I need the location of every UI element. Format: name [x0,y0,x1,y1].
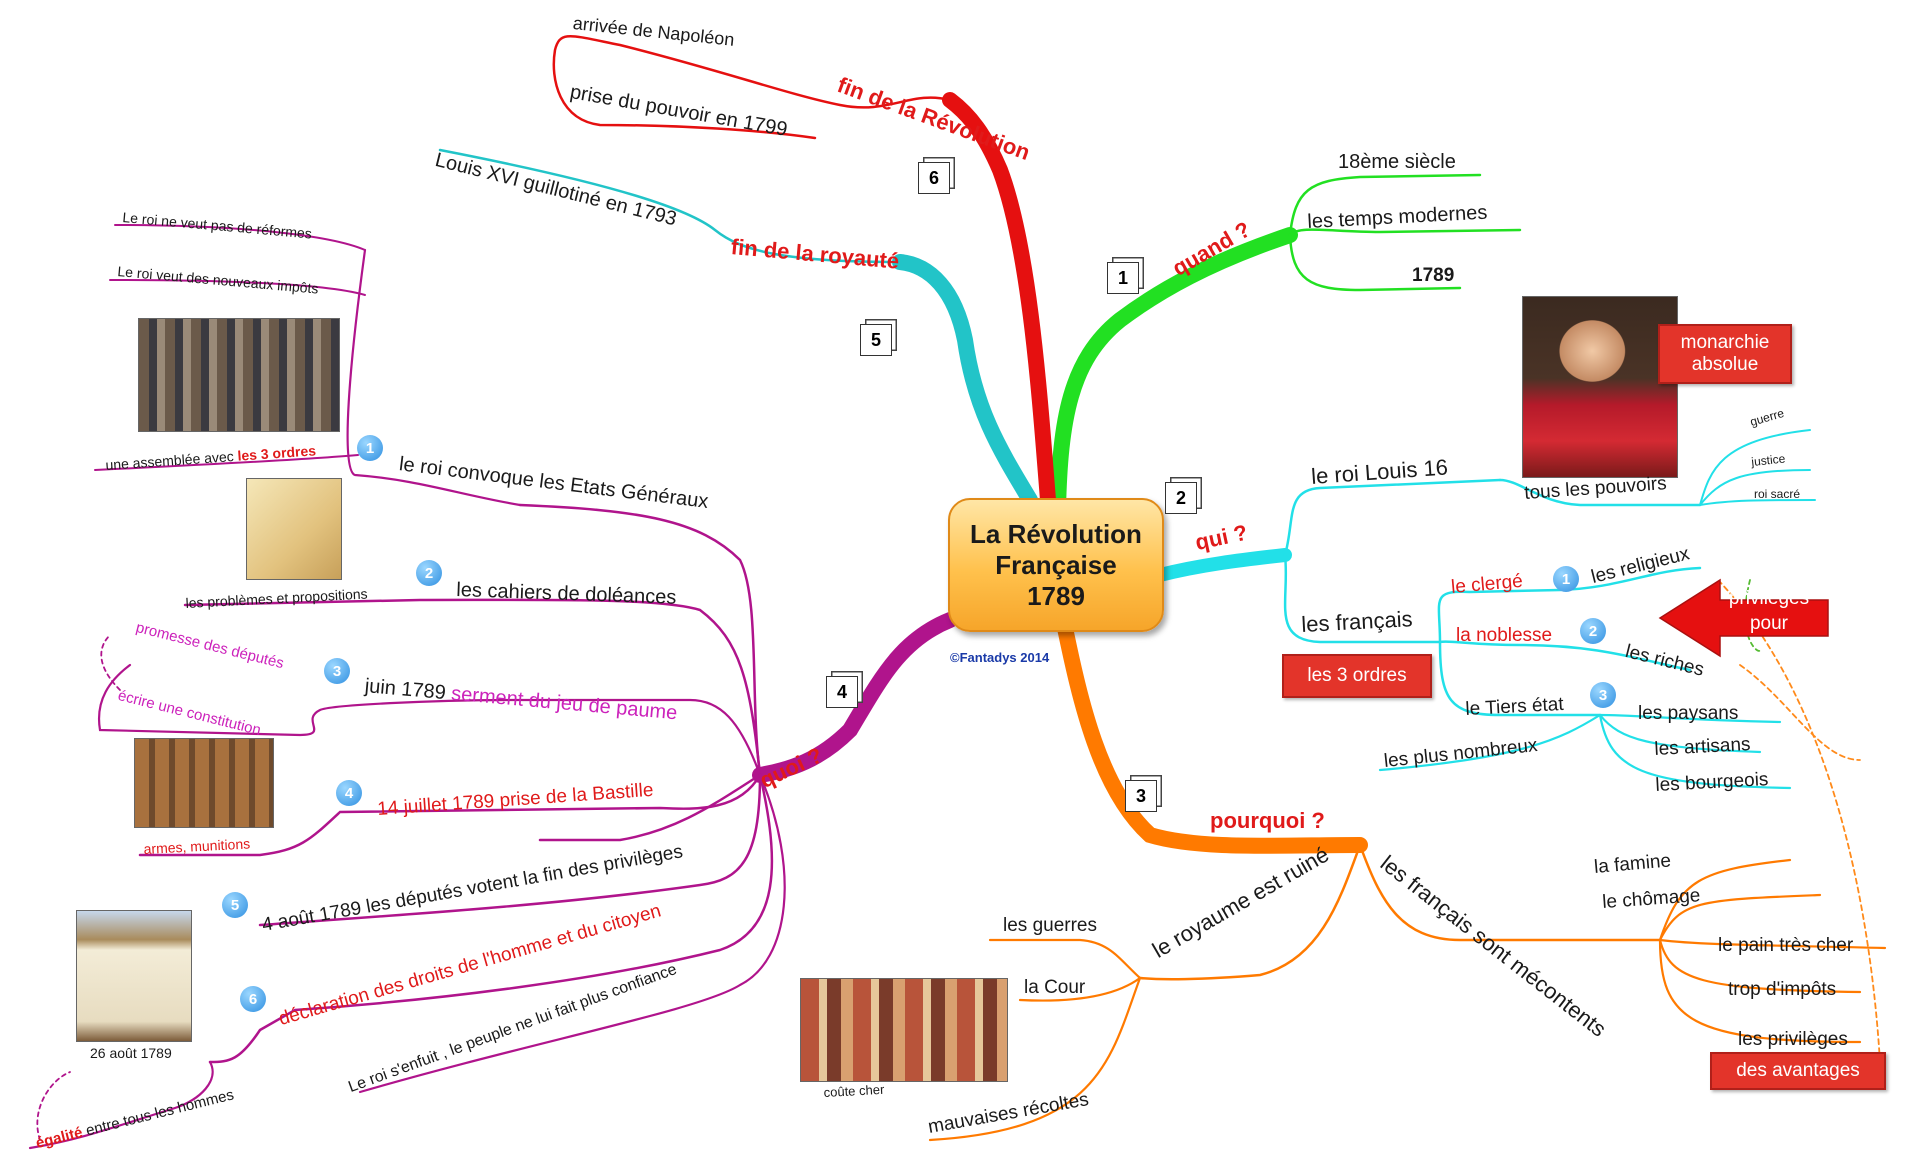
branch-revolution [942,92,1056,508]
central-topic[interactable]: La Révolution Française 1789 [948,498,1164,632]
event-number-4: 4 [336,780,362,806]
la-cour: la Cour [1024,977,1086,998]
cour-painting [800,978,1008,1082]
cause-impots: trop d'impôts [1728,979,1837,1000]
center-title-2: Française [995,549,1117,580]
branch-number-6: 6 [918,162,950,194]
la-noblesse: la noblesse [1456,625,1553,646]
event-number-2: 2 [416,560,442,586]
date-ddhc: 26 août 1789 [90,1045,172,1061]
quand-item-1: 18ème siècle [1338,151,1456,173]
branch-number-5: 5 [860,324,892,356]
cause-privileges: les privilèges [1738,1029,1848,1050]
pouvoir-roi-sacre: roi sacré [1754,487,1801,501]
branch-pourquoi [1057,620,1368,854]
event-number-5: 5 [222,892,248,918]
ordre-number-3: 3 [1590,682,1616,708]
branch-qui [1153,548,1292,582]
les-paysans: les paysans [1638,703,1739,724]
monarchie-badge: monarchie absolue [1658,324,1792,384]
ordre-number-1: 1 [1553,566,1579,592]
branch-number-1: 1 [1107,262,1139,294]
arrow-privileges [1658,578,1829,658]
branch-number-4: 4 [826,676,858,708]
copyright: ©Fantadys 2014 [950,650,1050,665]
pourquoi-label[interactable]: pourquoi ? [1210,808,1325,833]
ordre-number-2: 2 [1580,618,1606,644]
center-title-3: 1789 [1027,580,1085,611]
branch-quoi [752,612,958,783]
le-tiers-etat: le Tiers état [1464,693,1565,720]
trois-ordres-badge: les 3 ordres [1282,654,1432,698]
avantages-badge: des avantages [1710,1052,1886,1090]
branch-quand [1050,227,1298,518]
cause-pain: le pain très cher [1718,935,1854,956]
event-number-6: 6 [240,986,266,1012]
les-artisans: les artisans [1653,733,1752,760]
pouvoir-justice: justice [1750,451,1786,469]
cahiers-doleances-image [246,478,342,580]
les-francais: les français [1300,606,1414,637]
bastille-painting [134,738,274,828]
louis-xvi-portrait [1522,296,1678,478]
etats-generaux-painting [138,318,340,432]
branch-number-3: 3 [1125,780,1157,812]
branch-royaute [892,254,1038,508]
quand-item-3: 1789 [1412,265,1455,286]
event-number-3: 3 [324,658,350,684]
event-number-1: 1 [357,435,383,461]
privileges-pour: privilèges pour [1728,588,1810,634]
ddhc-image [76,910,192,1042]
branch-number-2: 2 [1165,482,1197,514]
les-guerres: les guerres [1003,915,1097,936]
center-title-1: La Révolution [970,518,1142,549]
coute-cher: coûte cher [823,1081,885,1100]
